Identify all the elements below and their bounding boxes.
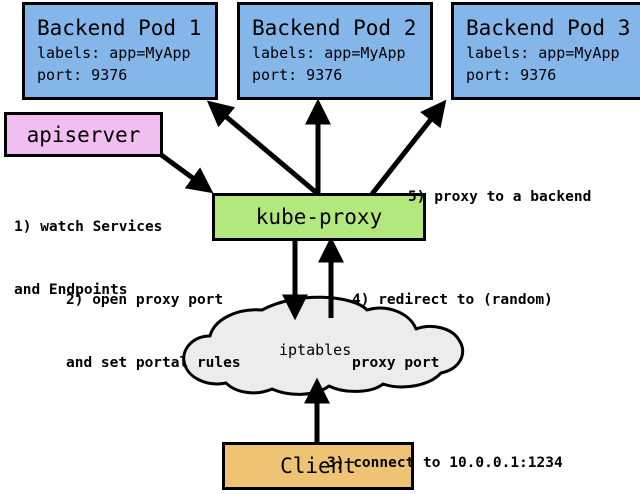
step-2-label: 2) open proxy port and set portal rules	[66, 248, 241, 416]
backend-pod-1-title: Backend Pod 1	[37, 16, 202, 40]
step-5-line-1: 5) proxy to a backend	[408, 189, 592, 205]
backend-pod-1-port: port: 9376	[37, 66, 128, 84]
client-box[interactable]: Client	[222, 442, 414, 490]
apiserver-label: apiserver	[26, 122, 141, 147]
backend-pod-3-title: Backend Pod 3	[466, 16, 631, 40]
step-2-line-2: and set portal rules	[66, 355, 241, 371]
step-4-line-1: 4) redirect to (random)	[352, 292, 553, 308]
step-1-line-1: 1) watch Services	[14, 219, 163, 235]
backend-pod-2-title: Backend Pod 2	[252, 16, 417, 40]
step-3-label: 3) connect to 10.0.0.1:1234	[327, 411, 563, 494]
backend-pod-3-labels: labels: app=MyApp	[466, 44, 620, 62]
step-1-label: 1) watch Services and Endpoints	[14, 175, 162, 343]
backend-pod-3-port: port: 9376	[466, 66, 557, 84]
backend-pod-2-labels: labels: app=MyApp	[252, 44, 406, 62]
backend-pod-2-box[interactable]: Backend Pod 2 labels: app=MyApp port: 93…	[237, 2, 433, 100]
step-1-line-2: and Endpoints	[14, 282, 128, 298]
step-2-line-1: 2) open proxy port	[66, 292, 224, 308]
backend-pod-3-box[interactable]: Backend Pod 3 labels: app=MyApp port: 93…	[451, 2, 640, 100]
step-4-line-2: proxy port	[352, 355, 440, 371]
arrow-kubeproxy-to-pod3	[370, 99, 447, 196]
arrow-kubeproxy-to-pod1	[206, 100, 320, 196]
arrow-apiserver-to-kubeproxy	[158, 151, 214, 194]
kube-proxy-box[interactable]: kube-proxy	[212, 193, 426, 241]
kube-proxy-label: kube-proxy	[255, 205, 383, 229]
step-3-line-1: 3) connect to 10.0.0.1:1234	[327, 455, 563, 471]
client-label: Client	[280, 454, 356, 478]
backend-pod-2-port: port: 9376	[252, 66, 343, 84]
iptables-label: iptables	[279, 341, 352, 359]
iptables-cloud-shape	[182, 295, 465, 396]
backend-pod-1-labels: labels: app=MyApp	[37, 44, 191, 62]
backend-pod-1-box[interactable]: Backend Pod 1 labels: app=MyApp port: 93…	[22, 2, 218, 100]
apiserver-box[interactable]: apiserver	[4, 112, 163, 157]
step-5-label: 5) proxy to a backend	[408, 145, 591, 250]
step-4-label: 4) redirect to (random) proxy port	[352, 248, 553, 416]
